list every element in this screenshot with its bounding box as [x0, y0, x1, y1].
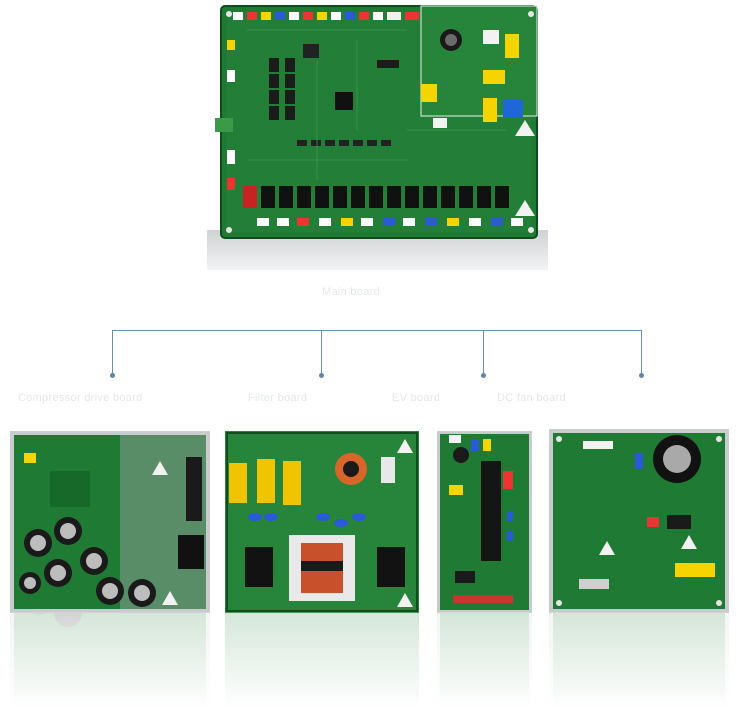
compressor-drive-board-image [10, 431, 210, 613]
tree-node-dot-1 [110, 373, 115, 378]
tree-node-dot-2 [319, 373, 324, 378]
main-board [207, 0, 548, 270]
branch-label-compressor-drive: Compressor drive board [18, 392, 143, 404]
dc-fan-board-image [549, 429, 729, 613]
branch-label-ev: EV board [392, 392, 441, 404]
compressor-drive-board [10, 431, 210, 613]
ev-board-image [437, 431, 532, 613]
reflection-fade-overlay [0, 612, 741, 726]
branch-label-dc-fan: DC fan board [497, 392, 567, 404]
tree-horizontal-line [112, 330, 642, 331]
tree-node-dot-3 [481, 373, 486, 378]
tree-branch-line-3 [483, 330, 484, 375]
main-board-caption: Main board [322, 286, 381, 298]
dc-fan-board [549, 429, 729, 613]
tree-branch-line-1 [112, 330, 113, 375]
filter-board-image [225, 431, 419, 613]
tree-branch-line-4 [641, 330, 642, 375]
main-board-image [215, 5, 538, 239]
branch-label-filter: Filter board [248, 392, 308, 404]
tree-node-dot-4 [639, 373, 644, 378]
ev-board [437, 431, 532, 613]
tree-branch-line-2 [321, 330, 322, 375]
filter-board [225, 431, 419, 613]
